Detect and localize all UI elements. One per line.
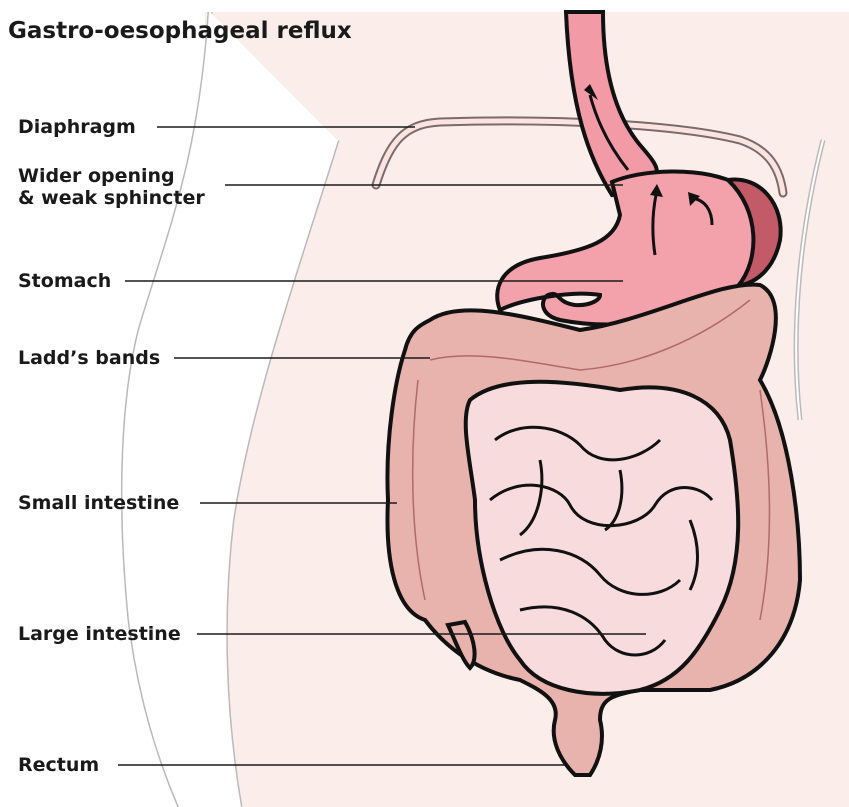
- label-wider-opening-line2: & weak sphincter: [18, 187, 205, 209]
- label-stomach: Stomach: [18, 270, 111, 292]
- label-wider-opening-line1: Wider opening: [18, 165, 205, 187]
- label-wider-opening: Wider opening & weak sphincter: [18, 165, 205, 209]
- label-diaphragm: Diaphragm: [18, 116, 136, 138]
- label-ladds-bands: Ladd’s bands: [18, 347, 160, 369]
- page-title: Gastro-oesophageal reflux: [8, 18, 352, 44]
- label-small-intestine: Small intestine: [18, 492, 179, 514]
- label-rectum: Rectum: [18, 754, 99, 776]
- label-large-intestine: Large intestine: [18, 623, 181, 645]
